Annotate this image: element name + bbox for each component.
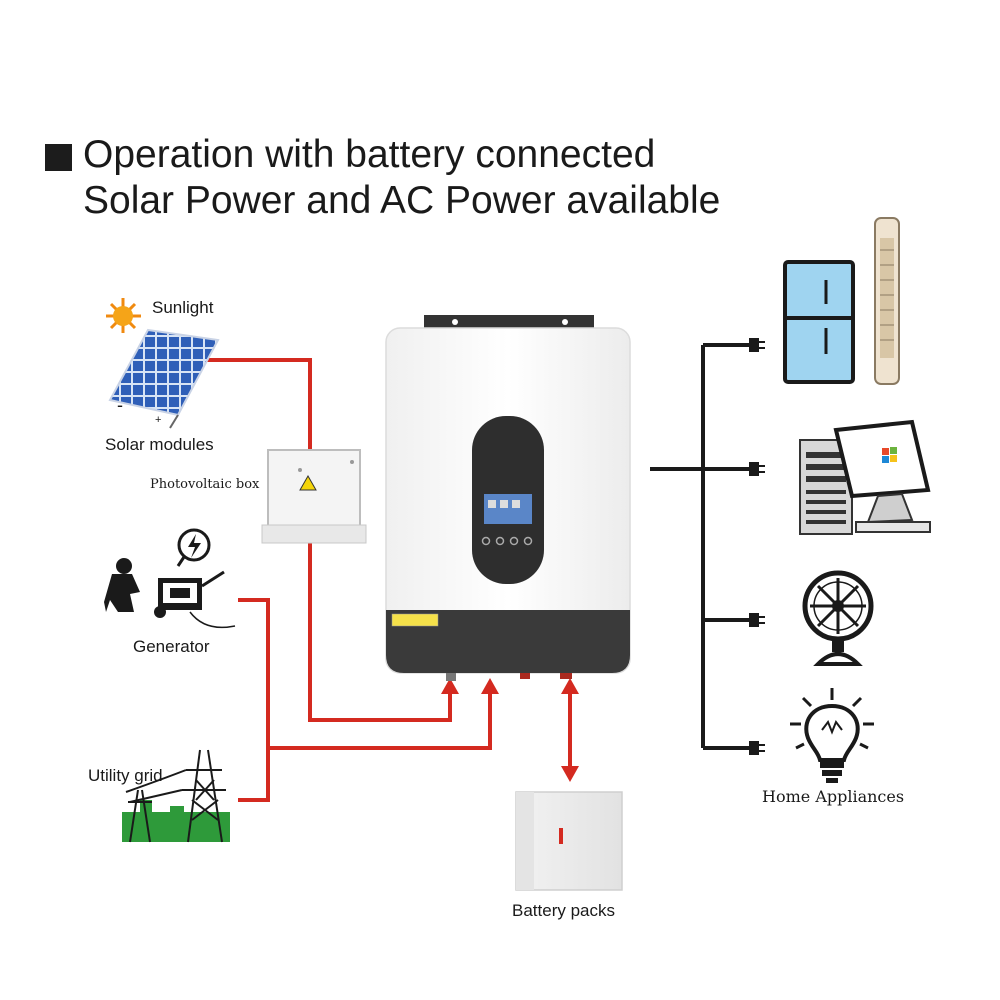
title-line-1: Operation with battery connected xyxy=(83,133,656,176)
battery-packs-label: Battery packs xyxy=(512,901,615,920)
page-title: Operation with battery connected Solar P… xyxy=(45,132,720,224)
generator-icon xyxy=(104,528,236,629)
title-bullet xyxy=(45,144,72,171)
plug-icons xyxy=(749,338,765,755)
solar-panel-icon xyxy=(108,328,220,429)
load-lines xyxy=(650,343,752,750)
generator-label: Generator xyxy=(133,637,210,656)
solar-modules-label: Solar modules xyxy=(105,435,214,454)
tower-fan-icon xyxy=(874,217,900,385)
solar-to-pvbox-line xyxy=(205,358,312,450)
inverter-icon xyxy=(385,315,631,681)
pvbox-to-inverter-line xyxy=(308,540,452,722)
pv-box-label: Photovoltaic box xyxy=(150,477,260,492)
panel-plus-label: + xyxy=(155,414,162,426)
utility-grid-label: Utility grid xyxy=(88,766,163,785)
sunlight-label: Sunlight xyxy=(152,298,214,317)
arrow-up-battery xyxy=(561,678,579,694)
computer-icon xyxy=(799,419,931,535)
refrigerator-icon xyxy=(783,260,855,384)
plug-icon-4 xyxy=(749,741,765,755)
generator-line xyxy=(238,598,270,802)
flow-arrowheads xyxy=(441,678,579,782)
pv-box-icon xyxy=(261,449,367,544)
battery-pack-icon xyxy=(515,791,623,891)
home-appliances-label: Home Appliances xyxy=(762,787,905,806)
ac-to-inverter-line xyxy=(268,690,492,750)
arrow-down-battery xyxy=(561,766,579,782)
windows-logo-icon xyxy=(882,447,897,463)
light-bulb-icon xyxy=(790,688,874,783)
plug-icon-3 xyxy=(749,613,765,627)
panel-minus-label: - xyxy=(117,395,123,415)
utility-grid-icon xyxy=(122,749,230,843)
plug-icon-2 xyxy=(749,462,765,476)
arrow-up-pv xyxy=(441,678,459,694)
arrow-up-ac xyxy=(481,678,499,694)
title-line-2: Solar Power and AC Power available xyxy=(83,179,721,222)
sun-icon xyxy=(106,298,141,333)
desk-fan-icon xyxy=(802,570,874,666)
input-flow-lines xyxy=(205,358,572,802)
plug-icon-1 xyxy=(749,338,765,352)
